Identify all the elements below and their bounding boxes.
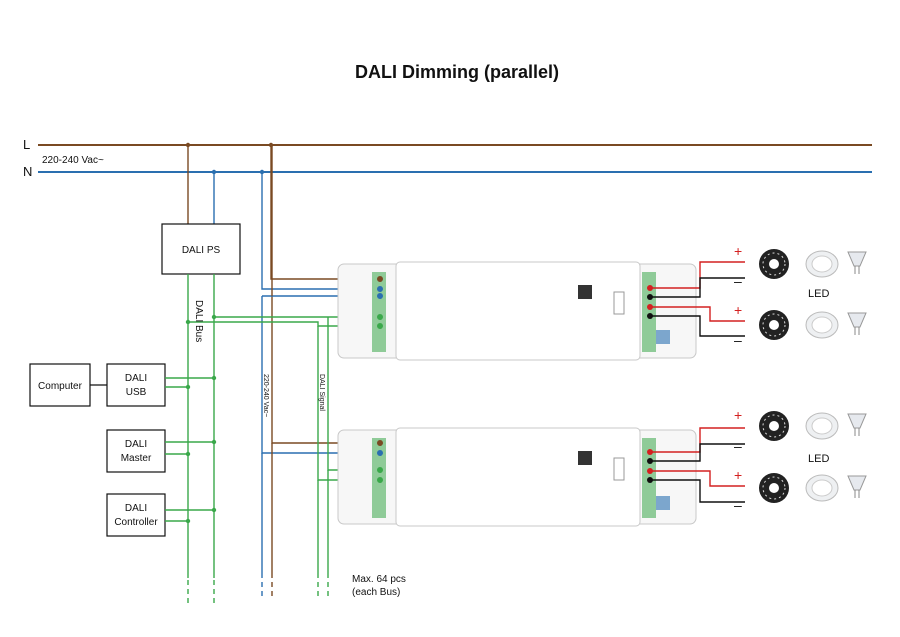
dali-bus-lines — [187, 274, 378, 603]
dali-controller-label-2: Controller — [114, 517, 158, 528]
led-row-1 — [759, 249, 867, 279]
downlight-icon — [805, 250, 839, 278]
plus-label: + — [734, 243, 742, 259]
dali-controller-label-1: DALI — [125, 503, 147, 514]
driver-1 — [337, 261, 697, 361]
led-row-3 — [759, 411, 867, 441]
dali-controller-box — [106, 493, 166, 537]
mains-voltage-label: 220-240 Vac~ — [42, 155, 104, 166]
dali-usb-label-2: USB — [126, 387, 147, 398]
driver-2 — [337, 427, 697, 527]
dali-master-label-1: DALI — [125, 439, 147, 450]
neutral-label: N — [23, 164, 32, 179]
mr16-bulb-icon — [847, 475, 867, 498]
diagram-title: DALI Dimming (parallel) — [355, 62, 559, 82]
bus-junctions — [185, 314, 217, 524]
terminal-block-output — [642, 272, 656, 352]
mr16-bulb-icon — [847, 413, 867, 436]
led-row-2 — [759, 310, 867, 340]
led-strip-icon — [759, 473, 789, 503]
dali-signal-vertical-label: DALI Signal — [318, 374, 325, 411]
downlight-icon — [805, 311, 839, 339]
dali-master-label-2: Master — [121, 453, 152, 464]
dali-ps-label: DALI PS — [182, 245, 221, 256]
mr16-bulb-icon — [847, 251, 867, 274]
output-polarity-labels: + – + – + – + – — [734, 243, 742, 513]
max-note-line-2: (each Bus) — [352, 587, 400, 598]
device-bus-links — [165, 377, 214, 522]
qr-code-icon — [578, 451, 592, 465]
mr16-bulb-icon — [847, 312, 867, 335]
led-strip-icon — [759, 411, 789, 441]
line-label: L — [23, 137, 30, 152]
dali-usb-label-1: DALI — [125, 373, 147, 384]
qr-code-icon — [578, 285, 592, 299]
led-label: LED — [808, 288, 829, 300]
downlight-icon — [805, 412, 839, 440]
plus-label: + — [734, 407, 742, 423]
computer-label: Computer — [38, 381, 83, 392]
dali-master-box — [106, 429, 166, 473]
led-row-4 — [759, 473, 867, 503]
max-note-line-1: Max. 64 pcs — [352, 574, 406, 585]
downlight-icon — [805, 474, 839, 502]
dali-bus-label: DALI Bus — [193, 300, 204, 342]
led-strip-icon — [759, 249, 789, 279]
minus-label: – — [734, 438, 742, 454]
terminal-block-input — [372, 272, 386, 352]
output-wires — [650, 261, 745, 503]
vac-vertical-label: 220-240 Vac~ — [262, 374, 269, 417]
led-label: LED — [808, 453, 829, 465]
dali-usb-box — [106, 363, 166, 407]
plus-label: + — [734, 467, 742, 483]
minus-label: – — [734, 497, 742, 513]
minus-label: – — [734, 273, 742, 289]
dali-ps-box — [161, 223, 241, 275]
led-strip-icon — [759, 310, 789, 340]
plus-label: + — [734, 302, 742, 318]
minus-label: – — [734, 332, 742, 348]
